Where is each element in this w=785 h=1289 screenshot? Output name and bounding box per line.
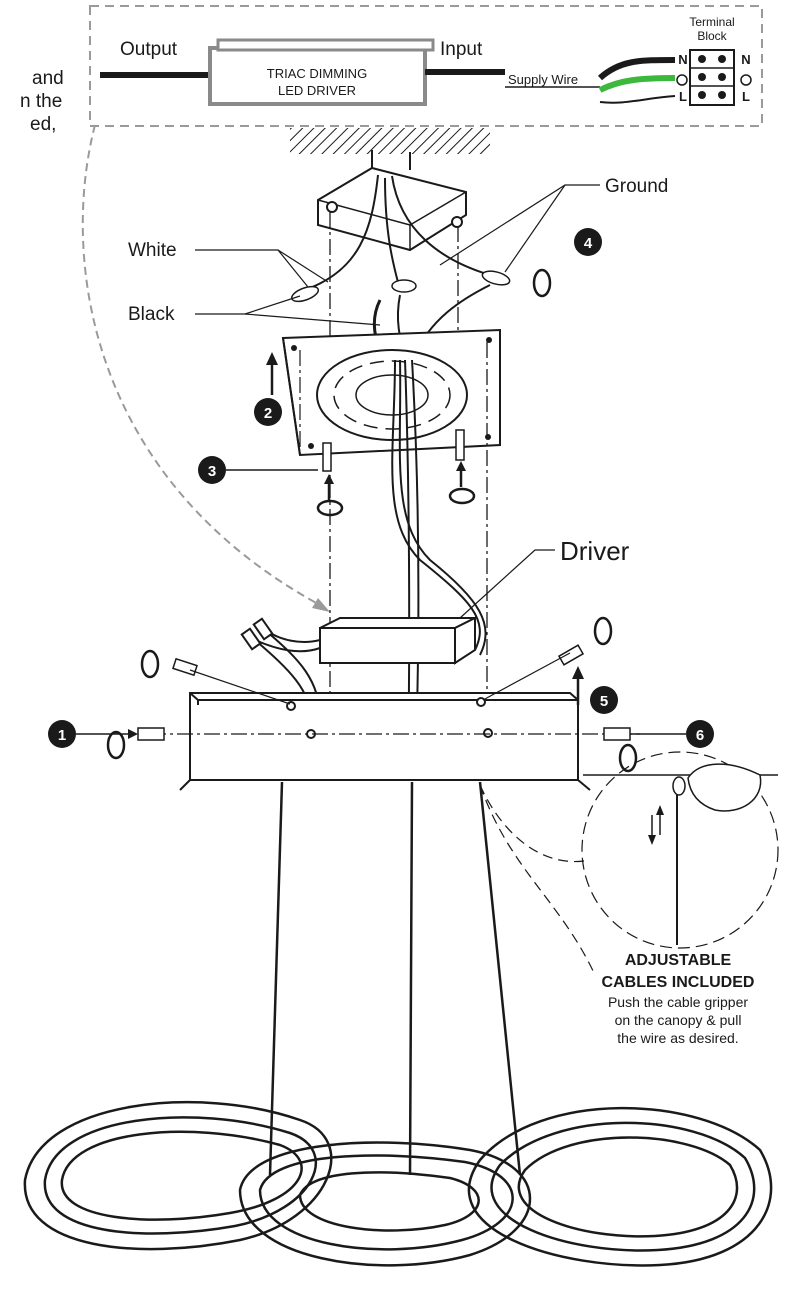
- white-label: White: [128, 240, 177, 261]
- inset-ground-wire: [598, 75, 676, 93]
- ground-label: Ground: [605, 176, 668, 197]
- inset-leader-curve: [81, 124, 321, 606]
- wire-nut-white: [290, 285, 320, 303]
- suspension-cables: [268, 781, 522, 1176]
- inset-border: [89, 5, 763, 127]
- up-arrows: [266, 352, 584, 705]
- note-line-2: on the canopy & pull: [615, 1012, 742, 1028]
- black-leader-2: [244, 313, 381, 326]
- ceiling-hatch: [290, 128, 490, 154]
- step-badge-2: 2: [254, 398, 282, 426]
- driver-box: [319, 616, 476, 665]
- cable-gripper-detail: [479, 751, 779, 976]
- cropped-instruction-text: and n the ed,: [20, 68, 64, 135]
- step-badge-1: 1: [48, 720, 138, 748]
- canopy: [150, 692, 640, 791]
- note-line-3: the wire as desired.: [617, 1030, 738, 1046]
- house-wires: [304, 174, 491, 356]
- inset-white-wire: [599, 95, 676, 104]
- screw-right: [455, 429, 465, 461]
- wire-nut-ground: [481, 270, 511, 286]
- wire-nuts: [290, 270, 511, 303]
- terminal-block: Terminal Block N L N L: [676, 15, 752, 106]
- left-text-line-2: n the: [20, 91, 62, 112]
- inset-driver-label-1: TRIAC DIMMING: [267, 66, 367, 81]
- driver-label: Driver: [560, 536, 630, 566]
- ring-left-outer: [23, 1101, 333, 1251]
- step-badge-4: 4: [574, 228, 602, 256]
- left-text-line-1: and: [32, 68, 64, 89]
- ground-symbol-left: [676, 74, 688, 86]
- step-badge-5: 5: [590, 686, 618, 714]
- svg-text:1: 1: [58, 727, 66, 744]
- canopy-screw-1: [137, 727, 165, 741]
- ground-leader-2: [504, 184, 566, 273]
- led-rings-fixture: [23, 1101, 773, 1267]
- hand-icon: [687, 763, 762, 812]
- terminal-n-left: N: [678, 52, 687, 67]
- svg-text:6: 6: [696, 727, 704, 744]
- mounting-plate: [281, 328, 501, 720]
- svg-text:2: 2: [264, 405, 272, 422]
- black-label: Black: [128, 304, 175, 325]
- rotate-arrows: [106, 268, 638, 773]
- white-leader-2: [277, 249, 329, 283]
- input-label: Input: [440, 39, 483, 60]
- canopy-screw-6: [603, 727, 631, 741]
- step-badge-3: 3: [198, 456, 318, 484]
- crossbar-ring-outer: [316, 349, 468, 441]
- junction-box: [317, 150, 467, 720]
- screw-left: [322, 442, 332, 472]
- inset-driver-box: TRIAC DIMMING LED DRIVER: [208, 38, 435, 106]
- terminal-label-2: Block: [697, 29, 727, 43]
- ground-symbol-right: [740, 74, 752, 86]
- svg-text:5: 5: [600, 693, 608, 710]
- adjustable-cables-note: ADJUSTABLE CABLES INCLUDED Push the cabl…: [602, 952, 755, 1046]
- step-badges: 1 2 3 4 5 6: [48, 228, 714, 748]
- ring-right-outer: [467, 1106, 773, 1267]
- ring-middle-outer: [238, 1141, 532, 1267]
- terminal-l-right: L: [742, 89, 750, 104]
- note-title-1: ADJUSTABLE: [625, 952, 732, 969]
- canopy-screw-side-left: [172, 657, 198, 677]
- note-line-1: Push the cable gripper: [608, 994, 748, 1010]
- inset-leader-arrowhead: [312, 598, 330, 612]
- driver-leader: [459, 549, 555, 619]
- plate-screws: [322, 429, 465, 472]
- supply-wire-label: Supply Wire: [508, 72, 578, 87]
- terminal-n-right: N: [741, 52, 750, 67]
- note-title-2: CABLES INCLUDED: [602, 974, 755, 991]
- inset-black-wire: [597, 57, 676, 81]
- left-text-line-3: ed,: [30, 114, 56, 135]
- terminal-label-1: Terminal: [689, 15, 734, 29]
- svg-text:4: 4: [584, 235, 593, 252]
- terminal-l-left: L: [679, 89, 687, 104]
- step-badge-6: 6: [630, 720, 714, 748]
- canopy-screws: [137, 644, 631, 741]
- white-leader-1: [195, 249, 309, 288]
- inset-driver-label-2: LED DRIVER: [278, 83, 356, 98]
- svg-text:3: 3: [208, 463, 216, 480]
- wire-nut-black: [391, 279, 417, 293]
- wiring-inset: Output TRIAC DIMMING LED DRIVER Input Su…: [89, 5, 763, 127]
- canopy-screw-side-right: [557, 644, 585, 666]
- black-leader-1: [195, 295, 301, 315]
- output-label: Output: [120, 39, 178, 60]
